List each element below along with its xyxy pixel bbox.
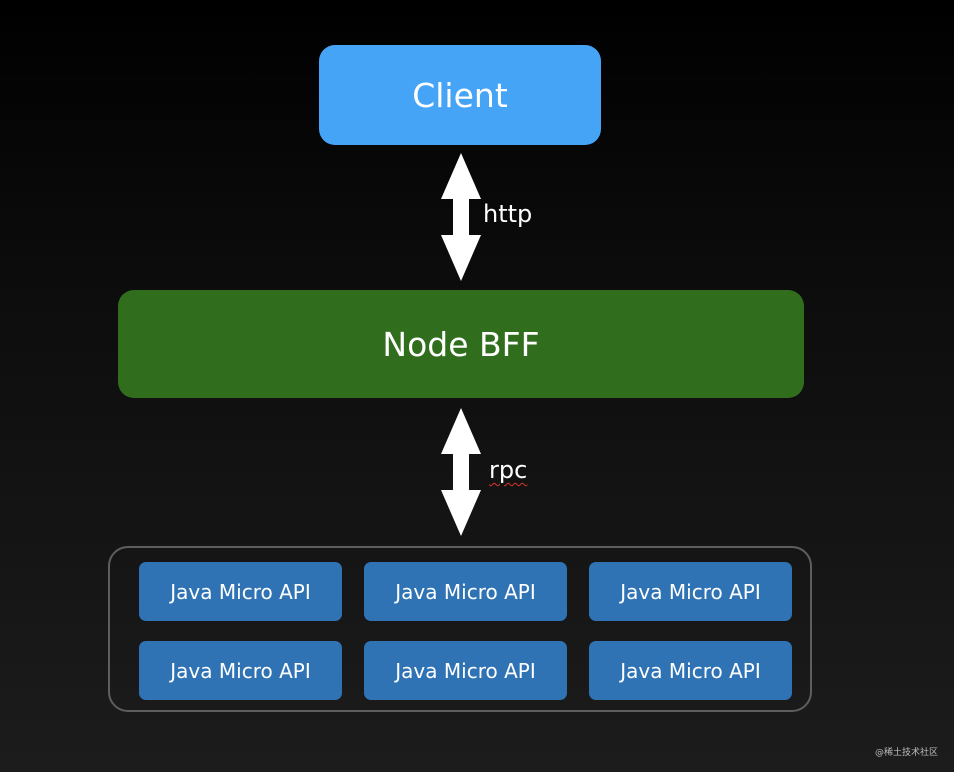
client-node: Client (319, 45, 601, 145)
rpc-label: rpc (489, 456, 528, 484)
http-double-arrow-icon (441, 153, 481, 281)
bff-label: Node BFF (382, 324, 540, 364)
java-micro-api-box: Java Micro API (589, 562, 792, 621)
rpc-double-arrow-icon (441, 408, 481, 536)
java-micro-api-box: Java Micro API (589, 641, 792, 700)
java-micro-api-box: Java Micro API (139, 562, 342, 621)
watermark: @稀土技术社区 (874, 748, 938, 758)
java-micro-api-box: Java Micro API (139, 641, 342, 700)
java-micro-api-box: Java Micro API (364, 641, 567, 700)
http-label: http (483, 200, 533, 228)
node-bff-node: Node BFF (118, 290, 804, 398)
client-label: Client (412, 75, 508, 115)
java-micro-api-box: Java Micro API (364, 562, 567, 621)
services-group: Java Micro API Java Micro API Java Micro… (108, 546, 812, 712)
